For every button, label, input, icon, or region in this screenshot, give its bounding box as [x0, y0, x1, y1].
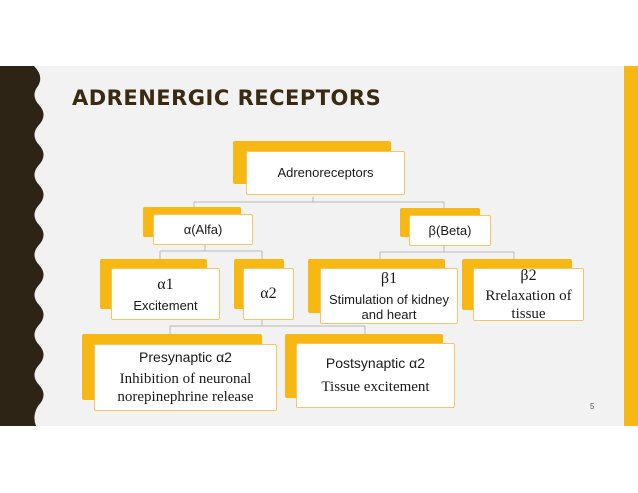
node-beta2-desc: Rrelaxation of tissue [485, 288, 572, 323]
node-beta1-label: β1 [380, 270, 398, 288]
node-postsynaptic: Postsynaptic α2 Tissue excitement [285, 334, 455, 408]
node-alpha1-label: α1 [157, 275, 174, 293]
node-adrenoreceptors: Adrenoreceptors [233, 141, 405, 195]
node-alpha1: α1 Excitement [100, 259, 220, 320]
node-alpha2: α2 [234, 259, 294, 320]
node-postsynaptic-label: Postsynaptic α2 [325, 355, 426, 372]
node-beta1-desc: Stimulation of kidney and heart [329, 291, 449, 323]
node-presynaptic-label: Presynaptic α2 [139, 349, 232, 366]
node-beta1: β1 Stimulation of kidney and heart [308, 259, 458, 324]
node-alpha: α(Alfa) [143, 207, 253, 245]
hierarchy-connectors [159, 197, 515, 334]
node-adrenoreceptors-label: Adrenoreceptors [277, 165, 374, 181]
node-beta-label: β(Beta) [428, 222, 472, 238]
node-beta: β(Beta) [400, 208, 491, 246]
node-beta2: β2 Rrelaxation of tissue [462, 259, 584, 323]
slide: ADRENERGIC RECEPTORS Adrenoreceptors α(A… [0, 66, 638, 426]
node-presynaptic: Presynaptic α2 Inhibition of neuronal no… [82, 334, 277, 411]
accent-bar [624, 66, 638, 426]
dark-wave-band [0, 66, 44, 426]
node-alpha-label: α(Alfa) [183, 221, 223, 237]
page-number: 5 [590, 402, 595, 411]
node-alpha1-desc: Excitement [133, 297, 198, 313]
node-presynaptic-desc: Inhibition of neuronal norepinephrine re… [117, 370, 254, 405]
node-alpha2-label: α2 [260, 285, 277, 303]
node-beta2-label: β2 [520, 266, 537, 284]
slide-title: ADRENERGIC RECEPTORS [72, 86, 382, 110]
node-postsynaptic-desc: Tissue excitement [321, 378, 430, 395]
